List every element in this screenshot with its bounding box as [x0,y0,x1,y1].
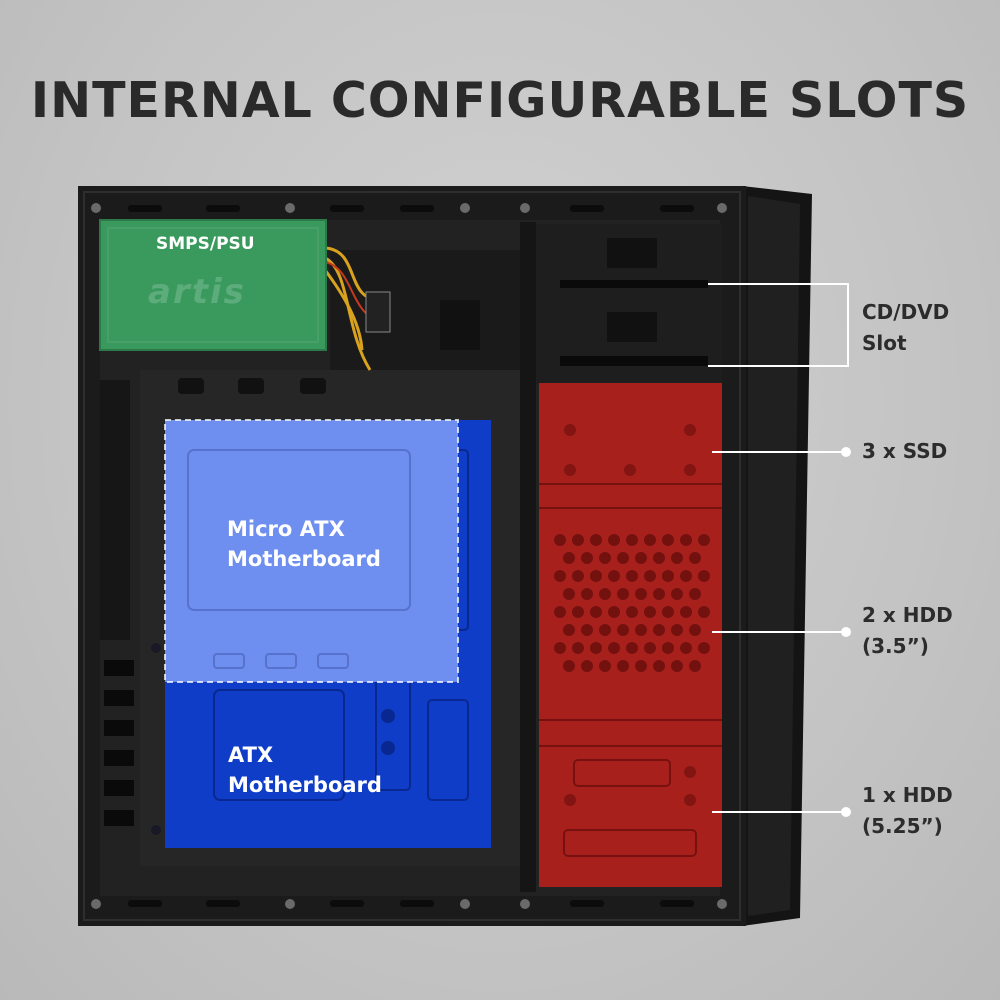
vent-hole [635,660,647,672]
vent-hole [590,642,602,654]
vent-hole [662,606,674,618]
vent-hole [581,624,593,636]
vent-hole [572,642,584,654]
vent-hole [662,570,674,582]
vent-hole [671,588,683,600]
micro-atx-motherboard-area [165,420,458,682]
vent-hole [680,642,692,654]
vent-hole [626,642,638,654]
vent-hole [698,570,710,582]
vent-hole [563,660,575,672]
vent-hole [617,588,629,600]
vent-hole [680,606,692,618]
vent-hole [599,660,611,672]
hdd-525-callout: 1 x HDD (5.25”) [862,783,953,838]
vent-hole [617,552,629,564]
vent-hole [599,588,611,600]
vent-hole [671,624,683,636]
vent-hole [653,552,665,564]
vent-hole [626,534,638,546]
vent-hole [590,534,602,546]
vent-hole [653,588,665,600]
cd-dvd-callout: CD/DVD Slot [862,300,950,355]
vent-hole [554,642,566,654]
page-title: INTERNAL CONFIGURABLE SLOTS [30,72,970,129]
vent-hole [572,570,584,582]
vent-hole [644,606,656,618]
vent-hole [662,534,674,546]
vent-hole [608,570,620,582]
vent-hole [671,660,683,672]
drive-cage [539,383,722,887]
hdd525-callout-dot [841,807,851,817]
vent-hole [581,588,593,600]
vent-hole [617,660,629,672]
psu-box [100,220,326,350]
vent-hole [644,570,656,582]
vent-hole [590,570,602,582]
vent-hole [563,624,575,636]
vent-hole [554,570,566,582]
micro-atx-label: Micro ATX Motherboard [227,517,381,571]
hdd-35-callout: 2 x HDD (3.5”) [862,603,953,658]
vent-hole [599,552,611,564]
cd-dvd-bracket [708,283,849,367]
vent-hole [590,606,602,618]
vent-hole [698,606,710,618]
vent-hole [581,552,593,564]
atx-label: ATX Motherboard [228,743,382,797]
vent-hole [572,606,584,618]
vent-hole [626,606,638,618]
vent-hole [554,534,566,546]
vent-hole [581,660,593,672]
vent-hole [599,624,611,636]
ssd-callout-dot [841,447,851,457]
psu-brand-watermark: artis [148,272,246,312]
vent-hole [689,660,701,672]
vent-hole [698,642,710,654]
vent-hole [689,552,701,564]
vent-hole [653,624,665,636]
vent-hole [635,552,647,564]
vent-hole [680,570,692,582]
hdd35-callout-dot [841,627,851,637]
vent-hole [617,624,629,636]
vent-hole [572,534,584,546]
vent-hole [563,552,575,564]
vent-hole [698,534,710,546]
vent-hole [671,552,683,564]
vent-hole [689,624,701,636]
vent-hole [662,642,674,654]
vent-hole [626,570,638,582]
vent-hole [653,660,665,672]
vent-hole [644,534,656,546]
psu-label: SMPS/PSU [156,234,255,254]
vent-hole [689,588,701,600]
vent-hole [608,642,620,654]
vent-hole [608,534,620,546]
ssd-callout: 3 x SSD [862,439,948,463]
vent-hole [554,606,566,618]
vent-hole [635,624,647,636]
vent-hole [680,534,692,546]
vent-hole [608,606,620,618]
vent-hole [563,588,575,600]
vent-hole [644,642,656,654]
vent-hole [635,588,647,600]
